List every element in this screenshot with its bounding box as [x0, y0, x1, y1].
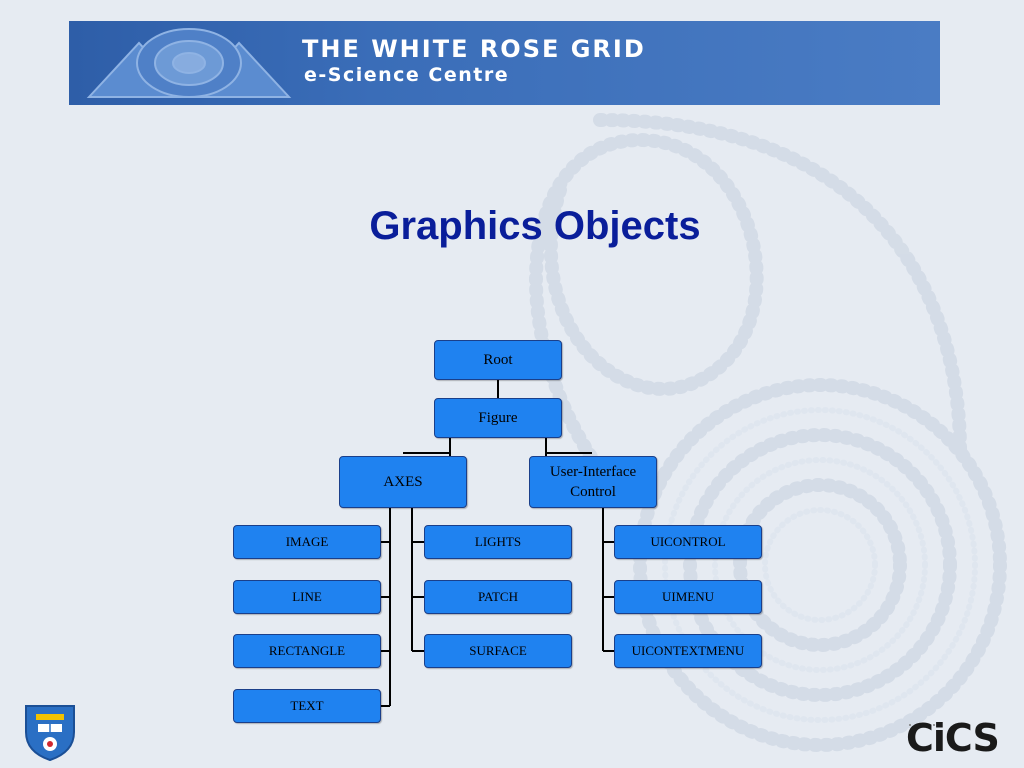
- node-patch: PATCH: [424, 580, 572, 614]
- header-banner: THE WHITE ROSE GRID e-Science Centre: [69, 21, 940, 105]
- banner-subtitle: e-Science Centre: [304, 64, 510, 86]
- node-uicontextmenu: UICONTEXTMENU: [614, 634, 762, 668]
- banner-title: THE WHITE ROSE GRID: [302, 35, 646, 63]
- node-line: LINE: [233, 580, 381, 614]
- node-uimenu: UIMENU: [614, 580, 762, 614]
- university-crest-icon: [25, 705, 75, 762]
- node-image: IMAGE: [233, 525, 381, 559]
- node-figure: Figure: [434, 398, 562, 438]
- node-uicontrol: UICONTROL: [614, 525, 762, 559]
- cics-dots-icon: [909, 722, 943, 728]
- white-rose-logo-icon: [86, 28, 292, 98]
- node-surface: SURFACE: [424, 634, 572, 668]
- cics-logo: CiCS: [906, 716, 1000, 760]
- node-text: TEXT: [233, 689, 381, 723]
- node-rectangle: RECTANGLE: [233, 634, 381, 668]
- node-lights: LIGHTS: [424, 525, 572, 559]
- node-root: Root: [434, 340, 562, 380]
- slide-title: Graphics Objects: [369, 204, 701, 248]
- node-axes: AXES: [339, 456, 467, 508]
- node-user-interface-control: User-Interface Control: [529, 456, 657, 508]
